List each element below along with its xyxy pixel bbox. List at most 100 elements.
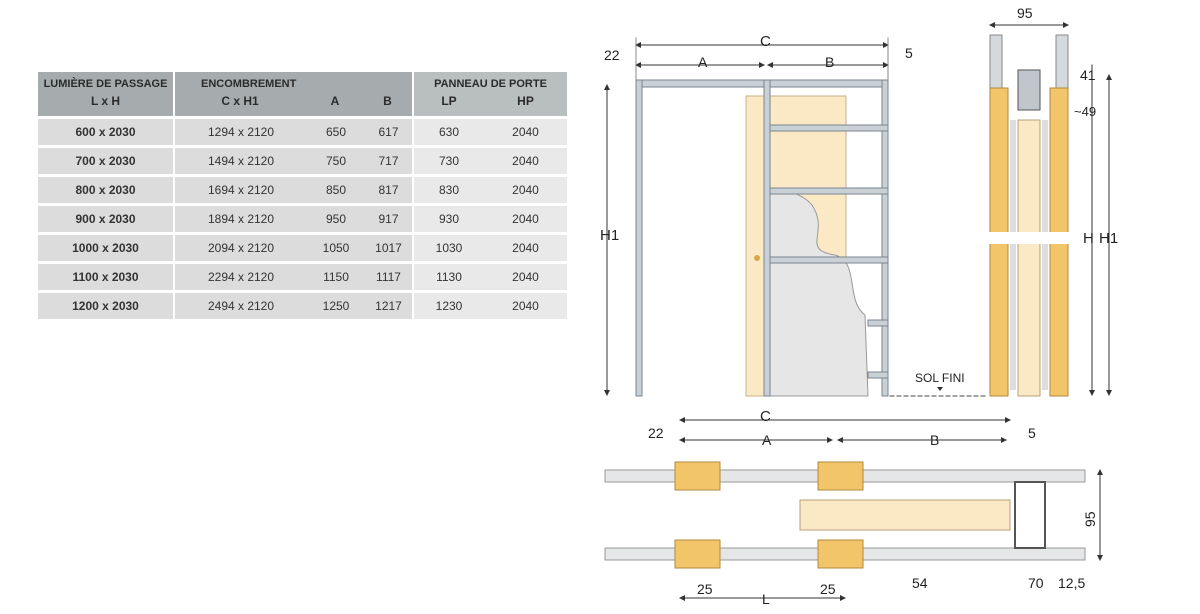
dimensions-table: LUMIÈRE DE PASSAGE L x H ENCOMBREMENT C … [38, 72, 567, 319]
table-cell: 2094 x 2120 1050 1017 [175, 232, 414, 261]
dim-a: A [698, 54, 708, 70]
table-cell: 2294 x 2120 1150 1117 [175, 261, 414, 290]
table-cell: 800 x 2030 [38, 174, 175, 203]
cell-hp: 2040 [512, 125, 539, 139]
plan-dim-54: 54 [912, 575, 928, 591]
cell-lp: 830 [438, 183, 460, 197]
plan-dim-5: 5 [1028, 425, 1036, 441]
cell-lp: 1230 [435, 299, 463, 313]
dim-22: 22 [604, 47, 620, 63]
plan-dim-c: C [760, 408, 771, 425]
cell-lp: 630 [438, 125, 460, 139]
cell-a: 1250 [322, 299, 350, 313]
plan-dim-70: 70 [1028, 575, 1044, 591]
cell-cxh1: 2294 x 2120 [207, 270, 275, 284]
dim-c: C [760, 33, 771, 50]
cell-lxh: 700 x 2030 [75, 154, 136, 168]
plan-dim-b: B [930, 432, 939, 448]
cell-a: 650 [325, 125, 347, 139]
plan-dim-95: 95 [1082, 511, 1098, 527]
table-row: 700 x 2030 1494 x 2120 750 717 730 2040 [38, 145, 567, 174]
side-section: 95 41 ~49 H H1 [985, 5, 1118, 397]
header-encombrement: ENCOMBREMENT C x H1 A B [175, 72, 414, 116]
cell-hp: 2040 [512, 154, 539, 168]
cell-b: 617 [378, 125, 399, 139]
plan-dim-22: 22 [648, 425, 664, 441]
cell-a: 850 [325, 183, 347, 197]
cell-a: 1150 [323, 270, 349, 284]
table-cell: 900 x 2030 [38, 203, 175, 232]
plan-dim-25-left: 25 [697, 581, 713, 597]
cell-b: 817 [378, 183, 399, 197]
table-cell: 600 x 2030 [38, 116, 175, 145]
header-hp: HP [517, 94, 534, 108]
table-header: LUMIÈRE DE PASSAGE L x H ENCOMBREMENT C … [38, 72, 567, 116]
cell-b: 717 [378, 154, 399, 168]
plan-view: C A B 22 5 95 25 L 25 54 70 12,5 [604, 408, 1103, 607]
header-b: B [383, 94, 392, 108]
table-cell: 1200 x 2030 [38, 290, 175, 319]
cell-lxh: 1200 x 2030 [72, 299, 139, 313]
table-row: 600 x 2030 1294 x 2120 650 617 630 2040 [38, 116, 567, 145]
table-cell: 730 2040 [414, 145, 567, 174]
cell-b: 1217 [375, 299, 402, 313]
cell-a: 750 [325, 154, 347, 168]
cell-hp: 2040 [512, 212, 539, 226]
header-cxh1: C x H1 [221, 94, 259, 108]
cell-hp: 2040 [512, 270, 539, 284]
header-passage: LUMIÈRE DE PASSAGE L x H [38, 72, 175, 116]
cell-b: 1017 [375, 241, 402, 255]
cell-lxh: 900 x 2030 [75, 212, 136, 226]
cell-lxh: 800 x 2030 [75, 183, 136, 197]
dim-41: 41 [1080, 67, 1096, 83]
plan-dim-12-5: 12,5 [1058, 575, 1085, 591]
cell-lxh: 1000 x 2030 [72, 241, 139, 255]
dim-b: B [825, 54, 834, 70]
table-cell: 930 2040 [414, 203, 567, 232]
header-passage-label: LUMIÈRE DE PASSAGE [43, 78, 168, 90]
cell-lp: 730 [438, 154, 460, 168]
cell-hp: 2040 [512, 299, 539, 313]
cell-lxh: 600 x 2030 [75, 125, 136, 139]
table-cell: 1894 x 2120 950 917 [175, 203, 414, 232]
dim-h1: H1 [600, 227, 619, 244]
table-cell: 1000 x 2030 [38, 232, 175, 261]
table-cell: 1230 2040 [414, 290, 567, 319]
cell-hp: 2040 [512, 241, 539, 255]
cell-a: 1050 [322, 241, 350, 255]
cell-cxh1: 2094 x 2120 [207, 241, 275, 255]
cell-lp: 930 [438, 212, 460, 226]
cell-cxh1: 1894 x 2120 [207, 212, 275, 226]
header-lxh: L x H [90, 94, 121, 108]
table-cell: 1494 x 2120 750 717 [175, 145, 414, 174]
table-cell: 1294 x 2120 650 617 [175, 116, 414, 145]
header-encombrement-label: ENCOMBREMENT [201, 78, 297, 90]
cell-lxh: 1100 x 2030 [72, 270, 139, 284]
cell-cxh1: 2494 x 2120 [207, 299, 275, 313]
table-cell: 1100 x 2030 [38, 261, 175, 290]
header-panneau: PANNEAU DE PORTE LP HP [414, 72, 567, 116]
table-cell: 830 2040 [414, 174, 567, 203]
front-elevation: 22 C A B 5 H1 SOL FINI [600, 33, 986, 397]
cell-a: 950 [325, 212, 347, 226]
table-row: 900 x 2030 1894 x 2120 950 917 930 2040 [38, 203, 567, 232]
cell-cxh1: 1494 x 2120 [207, 154, 275, 168]
plan-dim-a: A [762, 432, 772, 448]
cell-hp: 2040 [512, 183, 539, 197]
cell-b: 917 [378, 212, 399, 226]
floor-label: SOL FINI [915, 371, 965, 385]
table-row: 1200 x 2030 2494 x 2120 1250 1217 1230 2040 [38, 290, 567, 319]
table-cell: 2494 x 2120 1250 1217 [175, 290, 414, 319]
cell-cxh1: 1294 x 2120 [207, 125, 275, 139]
dim-h: H [1083, 230, 1094, 247]
plan-dim-l: L [762, 591, 770, 607]
dim-95: 95 [1017, 5, 1033, 21]
header-panneau-label: PANNEAU DE PORTE [434, 78, 547, 90]
cell-b: 1117 [376, 270, 401, 284]
